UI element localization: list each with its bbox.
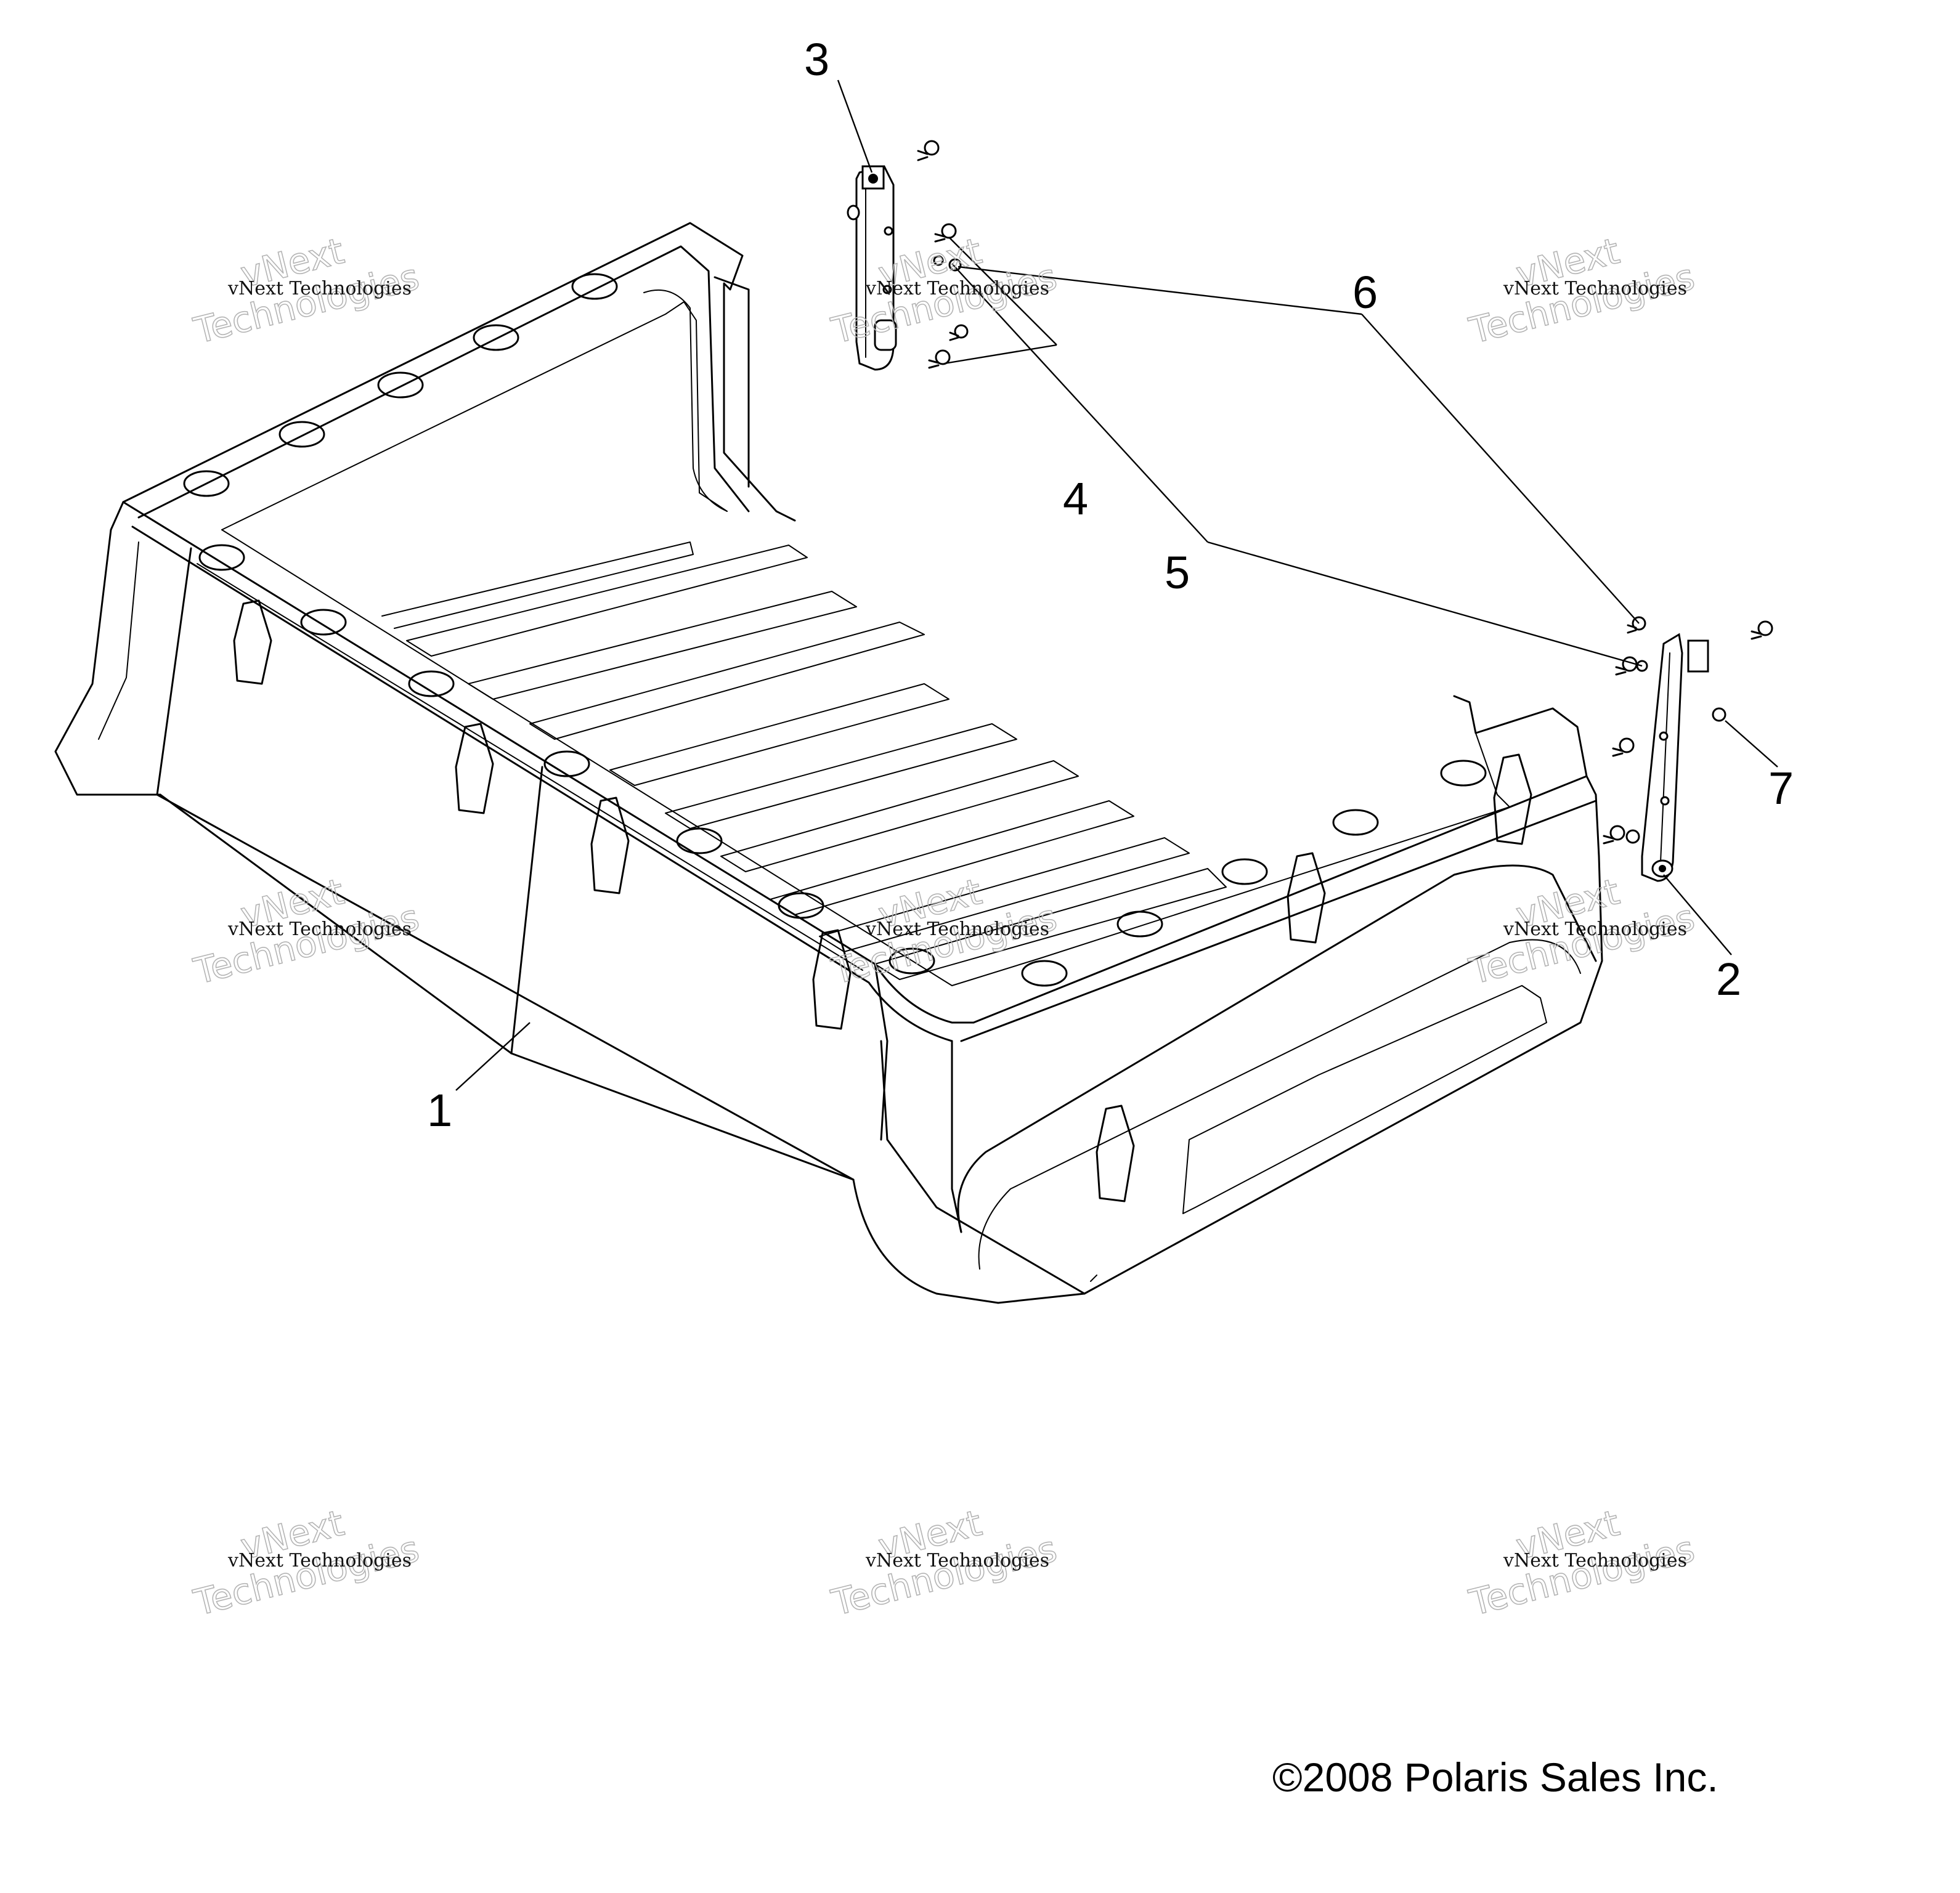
fasteners-left — [917, 140, 969, 369]
bracket-left — [847, 165, 897, 371]
callout-labels: 1 2 3 4 5 6 7 — [427, 34, 1794, 1136]
watermark: vNext Technologies vNext Technologies — [189, 229, 424, 352]
watermark: vNext Technologies vNext Technologies — [1465, 229, 1699, 352]
svg-text:vNext Technologies: vNext Technologies — [865, 1550, 1049, 1571]
watermark: vNext Technologies vNext Technologies — [827, 870, 1062, 993]
callout-4: 4 — [1063, 473, 1088, 524]
watermark: vNext Technologies vNext Technologies — [1465, 1501, 1699, 1624]
svg-text:vNext Technologies: vNext Technologies — [227, 278, 412, 299]
svg-text:vNext Technologies: vNext Technologies — [1503, 278, 1687, 299]
watermark: vNext Technologies vNext Technologies — [1465, 870, 1699, 993]
watermarks: vNext Technologies vNext Technologies vN… — [189, 229, 1699, 1624]
leader-lines — [455, 79, 1778, 1091]
callout-6: 6 — [1352, 267, 1378, 318]
callout-1: 1 — [427, 1085, 452, 1136]
svg-text:vNext Technologies: vNext Technologies — [865, 918, 1049, 940]
floor-ribs — [406, 545, 1227, 980]
copyright-notice: ©2008 Polaris Sales Inc. — [1272, 1754, 1718, 1800]
callout-2: 2 — [1716, 954, 1741, 1005]
svg-text:vNext Technologies: vNext Technologies — [1503, 1550, 1687, 1571]
callout-7: 7 — [1768, 763, 1794, 814]
cargo-box — [54, 222, 1603, 1304]
svg-text:vNext Technologies: vNext Technologies — [227, 918, 412, 940]
fasteners-right — [1603, 616, 1773, 845]
watermark: vNext Technologies vNext Technologies — [189, 1501, 424, 1624]
watermark: vNext Technologies vNext Technologies — [189, 870, 424, 993]
svg-text:vNext Technologies: vNext Technologies — [865, 278, 1049, 299]
callout-5: 5 — [1165, 547, 1190, 598]
svg-text:vNext Technologies: vNext Technologies — [1503, 918, 1687, 940]
svg-text:vNext Technologies: vNext Technologies — [227, 1550, 412, 1571]
callout-3: 3 — [804, 34, 829, 85]
watermark: vNext Technologies vNext Technologies — [827, 1501, 1062, 1624]
latches — [233, 599, 1532, 1202]
stake-pockets — [183, 273, 1487, 987]
bracket-right — [1641, 633, 1709, 882]
